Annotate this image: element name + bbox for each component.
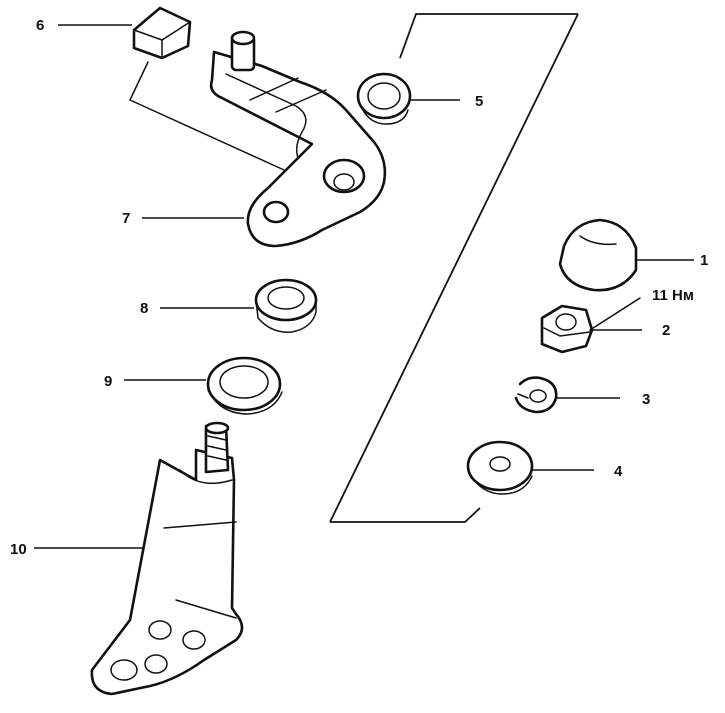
part-8-bushing	[254, 278, 318, 333]
part-4-flat-washer	[466, 440, 534, 495]
callout-7: 7	[122, 210, 130, 227]
callout-4: 4	[614, 463, 623, 480]
guide-6-7b	[129, 99, 285, 171]
part-7-lever	[209, 30, 387, 248]
callout-9: 9	[104, 373, 112, 390]
guide-6-7	[129, 61, 149, 101]
part-6-cap	[132, 6, 192, 60]
part-3-lock-washer	[514, 376, 558, 414]
callout-5: 5	[475, 93, 483, 110]
part-1-cap	[558, 218, 638, 292]
part-9-seal-ring	[206, 356, 283, 415]
torque-value: 11 Нм	[652, 287, 694, 304]
assembly-bracket	[329, 13, 579, 523]
callout-2: 2	[662, 322, 670, 339]
torque-leader	[589, 297, 641, 331]
part-2-nut	[540, 304, 594, 354]
part-5-bushing	[356, 72, 412, 125]
callout-3: 3	[642, 391, 650, 408]
callout-10: 10	[10, 541, 27, 558]
part-10-mount-bracket	[90, 421, 244, 696]
callout-6: 6	[36, 17, 44, 34]
callout-1: 1	[700, 252, 708, 269]
callout-8: 8	[140, 300, 148, 317]
